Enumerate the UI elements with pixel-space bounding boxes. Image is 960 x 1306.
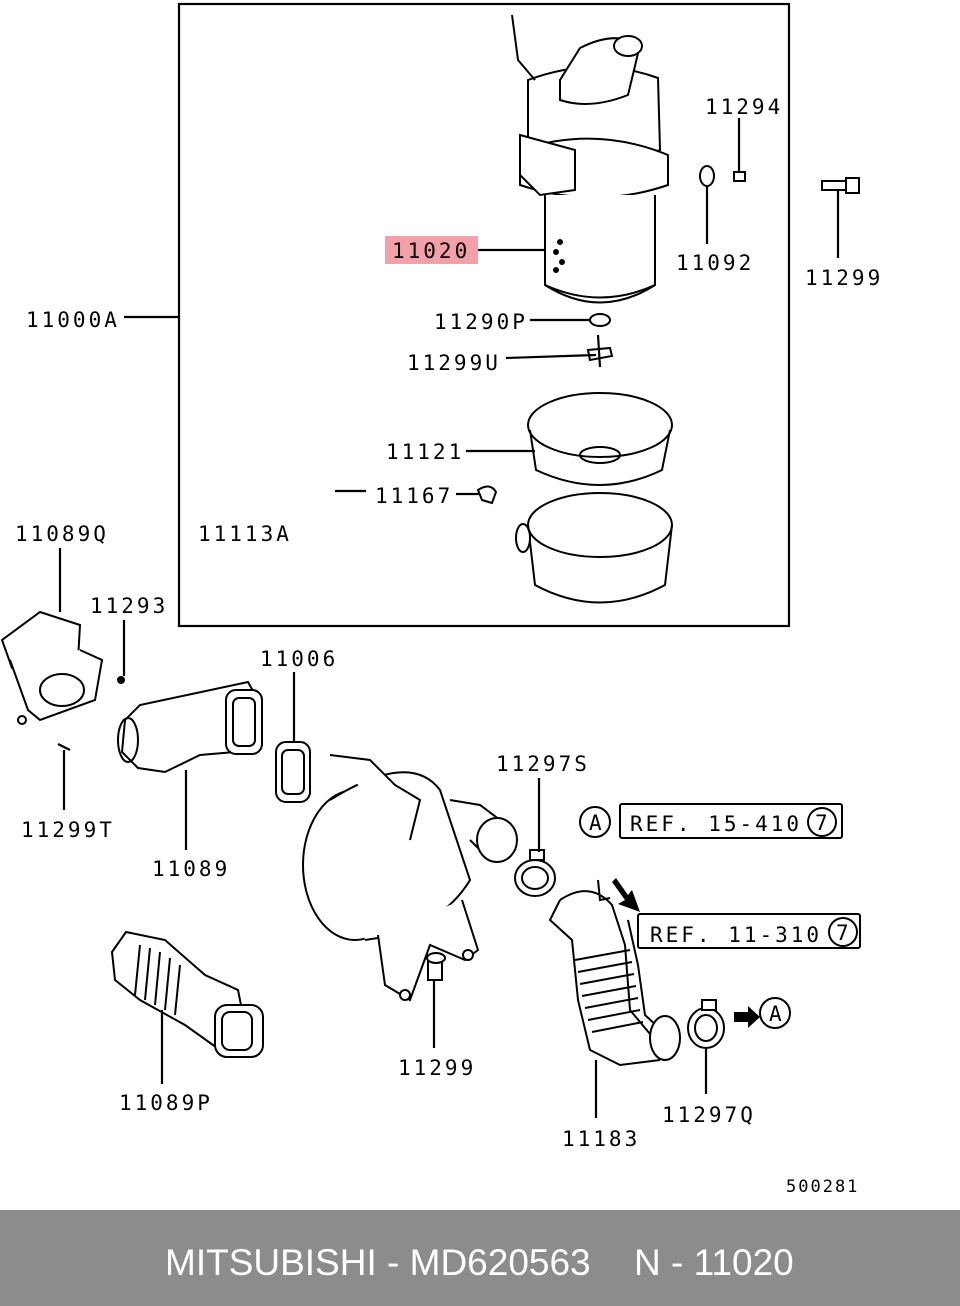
- part-11006-gasket: [275, 741, 311, 803]
- label-11290P: 11290P: [434, 310, 528, 334]
- part-11092-ring: [699, 165, 715, 187]
- part-11121-housing: [527, 392, 673, 486]
- label-11092: 11092: [676, 251, 754, 275]
- label-11006: 11006: [260, 647, 338, 671]
- air-cleaner-body: [302, 754, 518, 1002]
- part-11294-plug: [733, 171, 746, 182]
- ref2-text: REF. 11-310: [650, 923, 822, 947]
- label-11089P: 11089P: [119, 1091, 213, 1115]
- air-cleaner-cover: [511, 14, 669, 304]
- label-11294: 11294: [705, 95, 783, 119]
- label-11299T: 11299T: [21, 818, 115, 842]
- part-11297S-clamp: [514, 849, 556, 897]
- label-11299-bottom: 11299: [398, 1056, 476, 1080]
- part-11183-hose: [548, 879, 681, 1067]
- part-11167-clip: [476, 485, 498, 505]
- ref2-num: 7: [836, 921, 849, 945]
- part-11297Q-clamp: [687, 999, 725, 1049]
- arrow-letter: A: [769, 1002, 782, 1026]
- part-11089P-duct: [110, 930, 264, 1058]
- label-11167: 11167: [375, 484, 453, 508]
- label-11020: 11020: [392, 239, 470, 263]
- label-11113A: 11113A: [198, 522, 292, 546]
- leader-lines: [58, 118, 840, 1118]
- highlight-11020: [385, 236, 478, 264]
- part-11089-duct: [117, 680, 264, 774]
- part-11089Q-duct: [0, 610, 104, 725]
- part-11299-bolt-bottom: [426, 952, 446, 981]
- footer-bar: MITSUBISHI - MD620563 N - 11020: [0, 1210, 960, 1306]
- footer-position: N - 11020: [634, 1242, 794, 1283]
- arrow-ref-A: A: [759, 997, 791, 1029]
- part-11299T-screw: [57, 743, 71, 751]
- arrow-to-ref2: [612, 878, 640, 912]
- parts-diagram: A REF. 15-410 7 REF. 11-310 7 A: [0, 2, 883, 1197]
- label-11183: 11183: [562, 1127, 640, 1151]
- label-11089Q: 11089Q: [15, 522, 109, 546]
- ref1-text: REF. 15-410: [630, 812, 802, 836]
- label-11000A: 11000A: [26, 308, 120, 332]
- label-11293: 11293: [90, 594, 168, 618]
- ref-box-1: A REF. 15-410 7: [579, 803, 843, 839]
- label-11299-top: 11299: [805, 266, 883, 290]
- label-11299U: 11299U: [407, 351, 501, 375]
- ref1-letter: A: [589, 811, 602, 835]
- label-11297S: 11297S: [496, 752, 590, 776]
- ref-box-2: REF. 11-310 7: [637, 913, 861, 949]
- part-11299U-wing-bolt: [586, 334, 614, 368]
- part-11113A-lower-case: [515, 492, 673, 604]
- label-11121: 11121: [386, 440, 464, 464]
- assembly-box: [177, 2, 791, 628]
- arrow-to-A: [734, 1006, 760, 1028]
- label-11297Q: 11297Q: [662, 1103, 756, 1127]
- part-11290P-washer: [589, 313, 611, 327]
- part-11293: [117, 676, 125, 684]
- footer-brand-part: MITSUBISHI - MD620563: [165, 1242, 591, 1283]
- part-11299-bolt-top: [821, 177, 860, 194]
- ref1-num: 7: [815, 811, 828, 835]
- label-11089: 11089: [152, 857, 230, 881]
- diagram-code: 500281: [786, 1177, 859, 1197]
